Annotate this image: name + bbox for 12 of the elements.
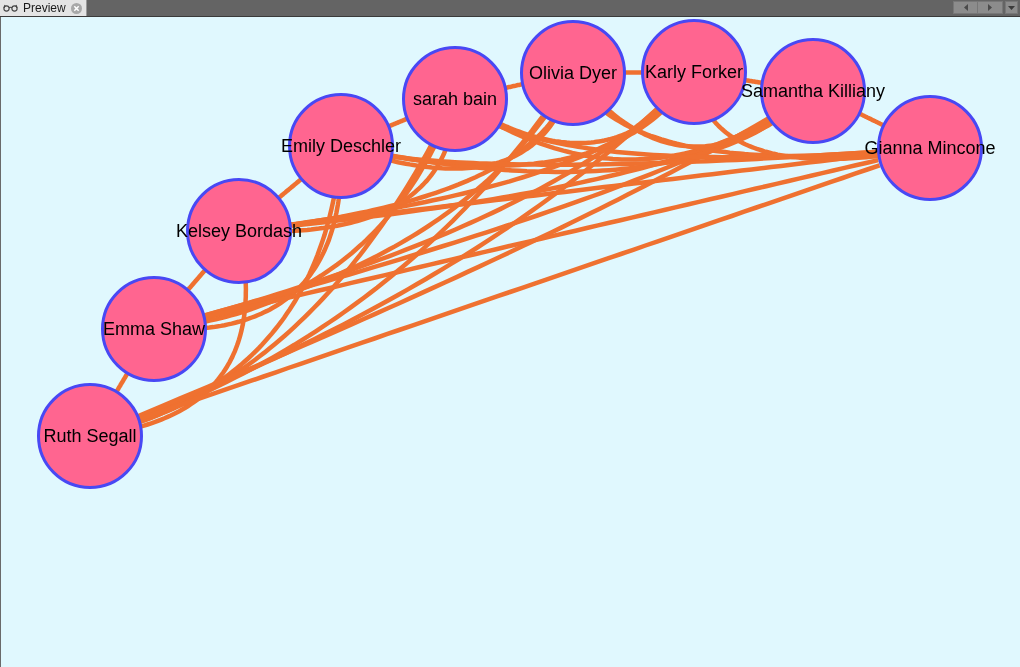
edge-line [205,197,342,331]
node-label: Olivia Dyer [529,64,617,82]
edge-line [276,176,304,201]
edge-line [857,111,886,128]
edge-line [711,118,879,162]
edge-line [205,145,437,324]
node-label: Ruth Segall [43,427,137,445]
preview-tab: Preview [0,0,87,16]
node-label: Karly Forker [645,63,743,81]
edge-line [185,267,208,293]
edge-line [607,108,774,149]
node-label: sarah bain [412,90,498,108]
